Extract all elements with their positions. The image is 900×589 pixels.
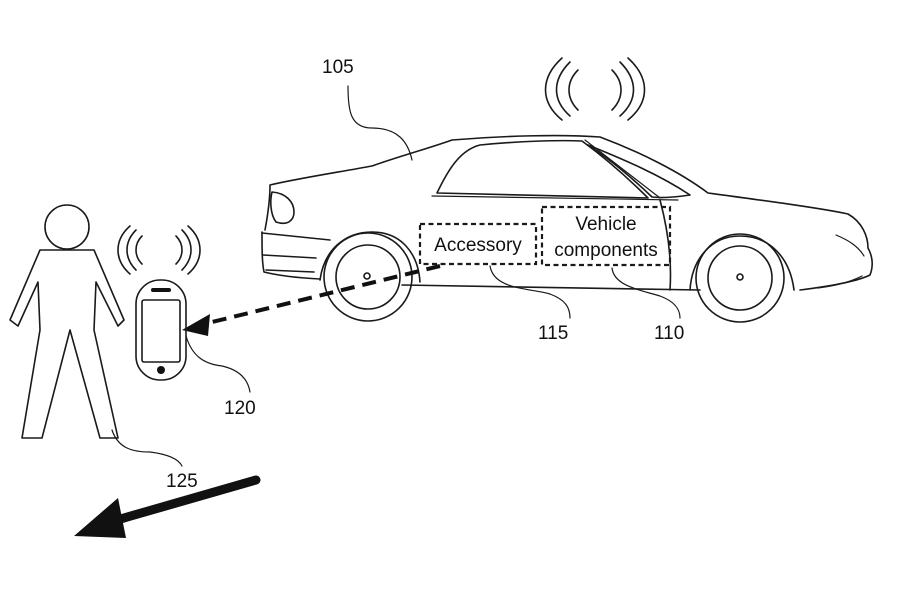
accessory-box: Accessory [418, 222, 538, 266]
vehicle-components-label-line2: components [554, 240, 658, 261]
ref-120: 120 [224, 398, 256, 419]
vehicle-wireless-signal-icon [544, 57, 646, 121]
ref-125: 125 [166, 471, 198, 492]
vehicle-components-label-line1: Vehicle [575, 214, 636, 235]
communication-arrow [182, 264, 441, 336]
person-icon [9, 204, 125, 439]
accessory-label: Accessory [434, 235, 522, 256]
vehicle-components-box: Vehicle components [540, 205, 672, 267]
leader-115 [489, 265, 571, 319]
smartphone-icon [135, 279, 187, 381]
ref-110: 110 [654, 323, 684, 344]
vehicle-icon [261, 134, 873, 323]
leader-120 [185, 335, 251, 393]
direction-arrow-icon [74, 475, 261, 538]
ref-115: 115 [538, 323, 568, 344]
leader-110 [611, 267, 681, 319]
phone-wireless-signal-icon [117, 225, 201, 275]
ref-105: 105 [322, 57, 354, 78]
leader-125 [111, 429, 183, 467]
leader-105 [347, 85, 413, 161]
